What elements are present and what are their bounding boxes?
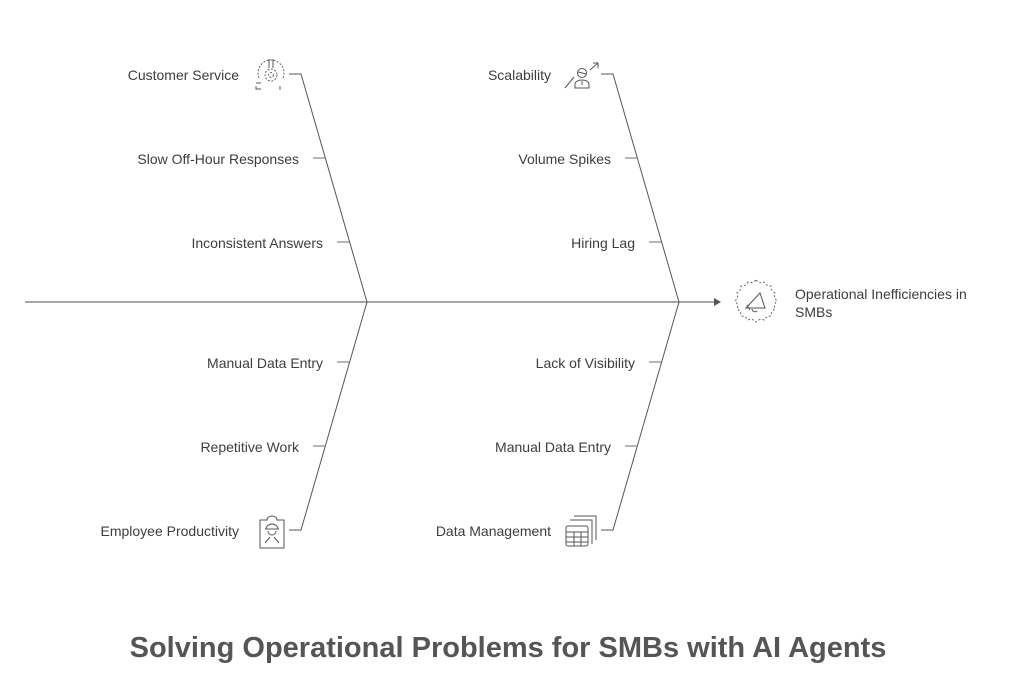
bone-top-left — [289, 73, 368, 303]
cause-label: Slow Off-Hour Responses — [137, 151, 299, 167]
cause-label: Manual Data Entry — [495, 439, 611, 455]
customer-service-headset-icon — [255, 59, 285, 90]
cause-label: Manual Data Entry — [207, 355, 323, 371]
bone-bottom-left — [289, 301, 368, 531]
diagram-title: Solving Operational Problems for SMBs wi… — [129, 632, 887, 664]
cause-label: Volume Spikes — [518, 151, 611, 167]
clipboard-worker-icon — [259, 515, 285, 549]
cause-label: Inconsistent Answers — [191, 235, 323, 251]
bone-bottom-right — [601, 301, 680, 531]
cause-label: Repetitive Work — [200, 439, 299, 455]
effect-label: Operational Inefficiencies in SMBs — [795, 286, 967, 320]
scalability-person-growth-icon — [564, 62, 599, 89]
category-label-scalability: Scalability — [487, 67, 551, 83]
bone-top-right — [601, 73, 680, 303]
cause-ticks — [313, 157, 661, 447]
spreadsheet-stack-icon — [565, 515, 597, 547]
megaphone-gear-icon — [734, 279, 778, 323]
category-label-data-management: Data Management — [435, 523, 551, 539]
category-label-employee-productivity: Employee Productivity — [100, 523, 239, 539]
cause-label: Hiring Lag — [571, 235, 635, 251]
cause-label: Lack of Visibility — [535, 355, 635, 371]
spine-arrowhead — [714, 298, 721, 306]
category-label-customer-service: Customer Service — [127, 67, 239, 83]
